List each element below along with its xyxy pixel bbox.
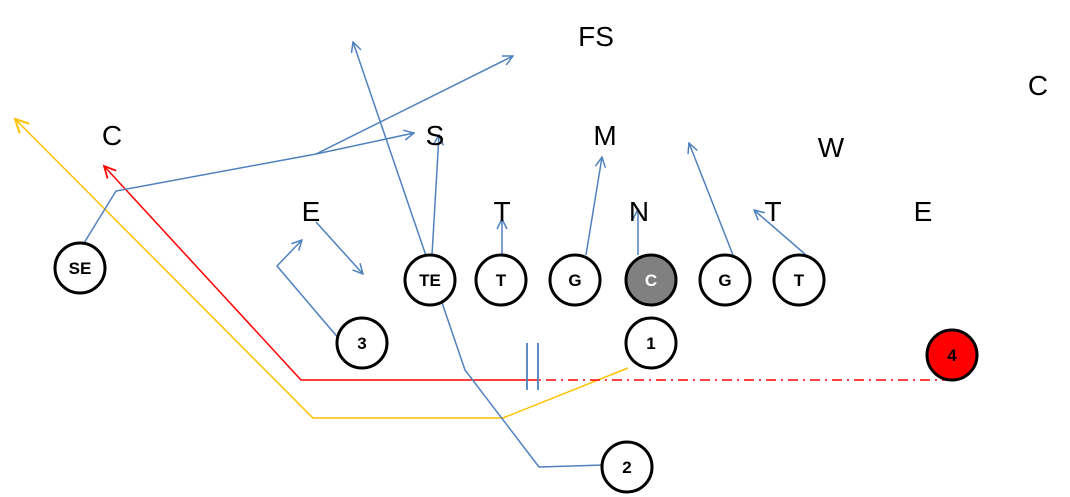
player-label: T: [794, 271, 805, 290]
route-right-guard: [689, 143, 734, 256]
route-back-1: [15, 119, 629, 419]
player-back-1: 1: [624, 316, 678, 370]
defender-label: E: [302, 196, 321, 227]
player-right-guard: G: [698, 253, 752, 307]
route-right-tackle: [754, 210, 807, 256]
player-label: 2: [622, 458, 631, 477]
player-label: T: [496, 271, 507, 290]
defender-label: C: [1028, 70, 1048, 101]
routes-layer: [15, 42, 952, 468]
player-label: C: [645, 271, 657, 290]
player-label: G: [568, 271, 581, 290]
player-back-4: 4: [925, 328, 979, 382]
route-left-guard: [585, 157, 602, 256]
defender-label: C: [102, 120, 122, 151]
player-label: SE: [69, 259, 92, 278]
route-split-end: [83, 56, 513, 244]
defender-label: FS: [578, 21, 614, 52]
player-center: C: [624, 253, 678, 307]
defender-label: T: [764, 196, 781, 227]
defender-label: W: [818, 132, 845, 163]
player-label: 3: [357, 334, 366, 353]
player-right-tackle: T: [772, 253, 826, 307]
player-left-guard: G: [548, 253, 602, 307]
route-back-2: [353, 42, 605, 468]
player-back-2: 2: [600, 440, 654, 494]
player-label: G: [718, 271, 731, 290]
defender-label: N: [629, 196, 649, 227]
player-tight-end: TE: [403, 253, 457, 307]
defender-label: S: [426, 120, 445, 151]
defender-label: T: [493, 196, 510, 227]
player-label: 1: [646, 334, 655, 353]
defender-label: M: [593, 120, 616, 151]
route-back-4: [104, 166, 538, 381]
route-split-end-branch: [315, 133, 414, 155]
defense-layer: FS C C S M W E T N T E: [102, 21, 1048, 227]
defender-label: E: [914, 196, 933, 227]
player-back-3: 3: [335, 316, 389, 370]
player-label: TE: [419, 271, 441, 290]
route-tight-end: [431, 135, 439, 256]
route-defensive-end: [315, 221, 363, 274]
player-label: 4: [947, 346, 957, 365]
player-split-end: SE: [53, 241, 107, 295]
offense-layer: SE TE T G C G T 3: [53, 241, 979, 494]
route-back-3: [275, 240, 341, 341]
player-left-tackle: T: [474, 253, 528, 307]
